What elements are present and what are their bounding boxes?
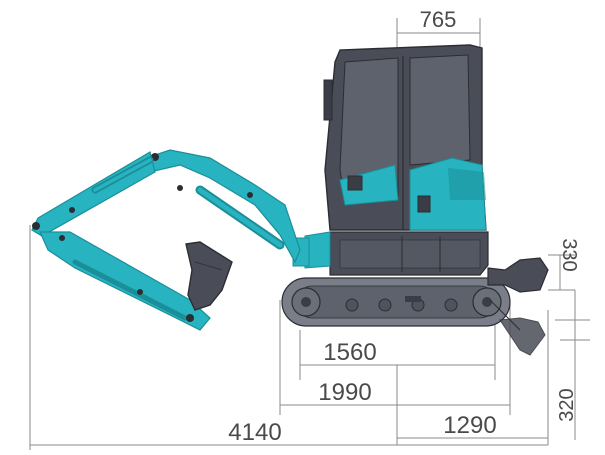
track-overall-length-label: 1990 xyxy=(318,379,371,406)
cab xyxy=(323,44,487,231)
boom xyxy=(138,149,301,264)
arm xyxy=(31,151,156,237)
dimension-lines xyxy=(29,18,590,450)
cab-width-label: 765 xyxy=(420,7,457,32)
overall-length-label: 4140 xyxy=(228,419,281,446)
bucket-linkage xyxy=(39,231,211,331)
blade-lift-label: 330 xyxy=(558,238,580,271)
bucket xyxy=(185,241,233,311)
upper-body xyxy=(329,231,489,276)
undercarriage xyxy=(281,277,511,327)
track-contact-length-label: 1560 xyxy=(323,339,376,366)
blade-depth-label: 320 xyxy=(556,388,578,421)
tail-to-blade-label: 1290 xyxy=(443,412,496,439)
dimension-labels: 765 330 320 1560 1990 1290 4140 xyxy=(228,7,580,446)
dozer-blade xyxy=(487,257,549,356)
